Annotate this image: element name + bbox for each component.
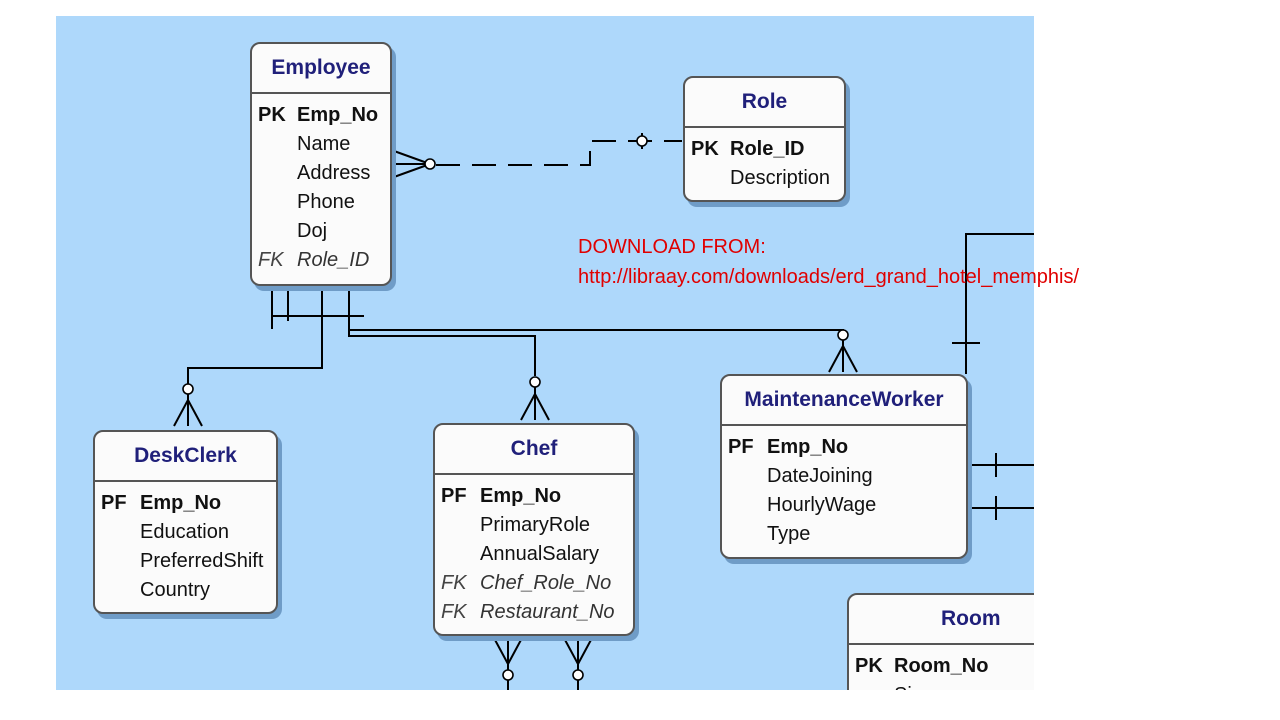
attribute-row: Size xyxy=(849,681,1034,690)
attribute-name: Phone xyxy=(297,191,355,213)
employee-entity[interactable]: Employee PK Emp_No Name Address Phone Doj… xyxy=(250,42,392,286)
attribute-name: Description xyxy=(730,167,831,189)
attribute-name: Role_ID xyxy=(730,138,805,160)
attribute-row: Education xyxy=(95,518,276,547)
employee-attributes: PK Emp_No Name Address Phone Doj FK Role_I… xyxy=(252,94,390,275)
attribute-name: Country xyxy=(140,579,211,601)
attribute-row: PF Emp_No xyxy=(722,433,966,462)
attribute-name: Emp_No xyxy=(140,492,222,514)
attribute-name: Name xyxy=(297,133,351,155)
chef-bottom-relationships xyxy=(493,636,593,690)
attribute-row: FK Restaurant_No xyxy=(435,598,633,627)
attribute-row: Address xyxy=(252,159,390,188)
attribute-row: Phone xyxy=(252,188,390,217)
attribute-row: FK Role_ID xyxy=(252,246,390,275)
attribute-row: Type xyxy=(722,520,966,549)
attribute-name: Address xyxy=(297,162,371,184)
room-entity[interactable]: Room PK Room_No Size xyxy=(847,593,1034,690)
chef-title: Chef xyxy=(435,425,633,475)
key-marker: FK xyxy=(258,249,284,271)
key-marker: FK xyxy=(441,572,467,594)
deskclerk-title: DeskClerk xyxy=(95,432,276,482)
key-marker: PF xyxy=(441,485,467,507)
attribute-row: PK Room_No xyxy=(849,652,1034,681)
attribute-name: Emp_No xyxy=(767,436,849,458)
attribute-name: Room_No xyxy=(894,655,989,677)
attribute-row: PrimaryRole xyxy=(435,511,633,540)
key-marker: FK xyxy=(441,601,467,623)
employee-subtype-relationships xyxy=(173,286,858,427)
attribute-name: HourlyWage xyxy=(767,494,877,516)
role-attributes: PK Role_ID Description xyxy=(685,128,844,193)
attribute-row: FK Chef_Role_No xyxy=(435,569,633,598)
attribute-name: PreferredShift xyxy=(140,550,264,572)
download-note-heading: DOWNLOAD FROM: xyxy=(578,236,766,258)
role-title: Role xyxy=(685,78,844,128)
chef-entity[interactable]: Chef PF Emp_No PrimaryRole AnnualSalary F… xyxy=(433,423,635,636)
role-entity[interactable]: Role PK Role_ID Description xyxy=(683,76,846,202)
maintenanceworker-right-relationships xyxy=(952,233,1034,520)
attribute-row: PF Emp_No xyxy=(435,482,633,511)
key-marker: PK xyxy=(691,138,719,160)
maintenanceworker-entity[interactable]: MaintenanceWorker PF Emp_No DateJoining H… xyxy=(720,374,968,559)
deskclerk-entity[interactable]: DeskClerk PF Emp_No Education PreferredSh… xyxy=(93,430,278,614)
attribute-name: Education xyxy=(140,521,229,543)
attribute-name: DateJoining xyxy=(767,465,873,487)
employee-role-relationship xyxy=(393,133,682,178)
chef-attributes: PF Emp_No PrimaryRole AnnualSalary FK Chef… xyxy=(435,475,633,627)
attribute-name: Size xyxy=(894,681,933,690)
attribute-name: Emp_No xyxy=(297,104,379,126)
key-marker: PK xyxy=(855,655,883,677)
attribute-row: Doj xyxy=(252,217,390,246)
attribute-name: Restaurant_No xyxy=(480,601,615,623)
maintenanceworker-title: MaintenanceWorker xyxy=(722,376,966,426)
attribute-name: Emp_No xyxy=(480,485,562,507)
attribute-row: PF Emp_No xyxy=(95,489,276,518)
attribute-name: Chef_Role_No xyxy=(480,572,612,594)
key-marker: PF xyxy=(101,492,127,514)
attribute-row: DateJoining xyxy=(722,462,966,491)
attribute-row: Country xyxy=(95,576,276,605)
attribute-row: PreferredShift xyxy=(95,547,276,576)
attribute-row: AnnualSalary xyxy=(435,540,633,569)
attribute-name: Role_ID xyxy=(297,249,370,271)
attribute-name: PrimaryRole xyxy=(480,514,591,536)
employee-title: Employee xyxy=(252,44,390,94)
attribute-name: AnnualSalary xyxy=(480,543,599,565)
download-note: DOWNLOAD FROM: http://libraay.com/downlo… xyxy=(578,232,1079,292)
room-attributes: PK Room_No Size xyxy=(849,645,1034,690)
deskclerk-attributes: PF Emp_No Education PreferredShift Countr… xyxy=(95,482,276,605)
attribute-row: PK Emp_No xyxy=(252,101,390,130)
relationship-lines xyxy=(173,133,1034,690)
attribute-row: PK Role_ID xyxy=(685,135,844,164)
key-marker: PK xyxy=(258,104,286,126)
room-title: Room xyxy=(849,595,1034,645)
attribute-row: HourlyWage xyxy=(722,491,966,520)
download-note-url[interactable]: http://libraay.com/downloads/erd_grand_h… xyxy=(578,266,1080,288)
attribute-row: Name xyxy=(252,130,390,159)
key-marker: PF xyxy=(728,436,754,458)
maintenanceworker-attributes: PF Emp_No DateJoining HourlyWage Type xyxy=(722,426,966,549)
attribute-name: Type xyxy=(767,523,811,545)
attribute-name: Doj xyxy=(297,220,328,242)
diagram-canvas: Employee PK Emp_No Name Address Phone Doj… xyxy=(56,16,1034,690)
attribute-row: Description xyxy=(685,164,844,193)
